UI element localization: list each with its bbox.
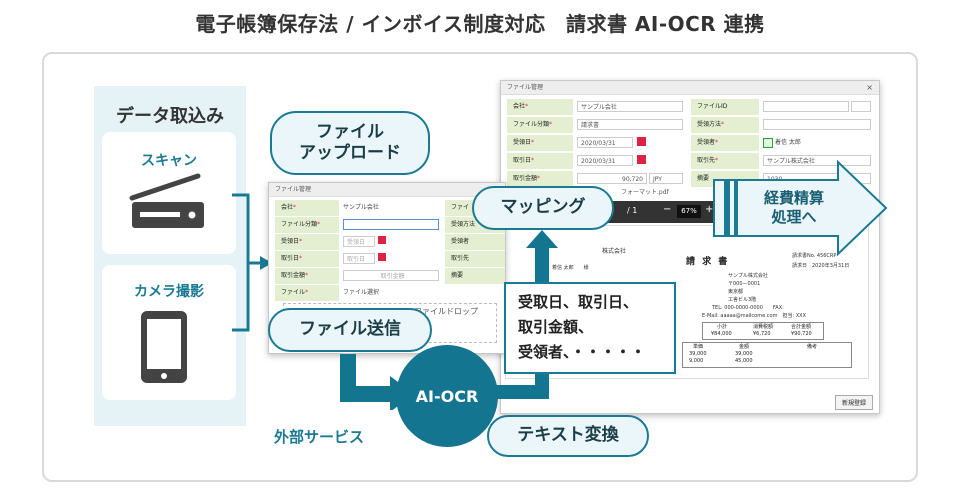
field-received-date[interactable]: 2020/03/31 [577,137,633,148]
right-label-4: 取引先 [445,251,505,267]
field-amount[interactable]: 取引金額 [343,270,439,281]
calendar-icon[interactable] [637,137,646,146]
invoice-city: 東京都 [728,289,744,295]
field-amount[interactable]: 90,720 [577,173,647,184]
pdf-page: / 1 [627,206,638,215]
file-select-button[interactable]: ファイル選択 [343,289,380,296]
invoice-recipient: 着信 太郎 様 [552,265,589,271]
upload-step: ファイル アップロード [270,111,430,175]
invoice-mail: E-Mail: aaaaa@mailcome.com 担当: XXX [702,313,806,319]
scan-card [102,132,236,254]
calendar-icon[interactable] [378,236,386,244]
field-label-company: 会社* [507,99,573,115]
field-label-file-category: ファイル分類* [275,217,339,233]
field-label-received-date: 受領日* [275,234,339,250]
window-titlebar: ファイル管理 [269,183,505,197]
extracted-line-3: 受領者、・・・・・ [518,343,646,361]
field-label-client: 取引先* [691,153,759,169]
capture-connector [232,193,272,332]
page-title: 電子帳簿保存法 / インボイス制度対応 請求書 AI-OCR 連携 [195,12,765,36]
field-label-company: 会社* [275,200,339,216]
invoice-customer: 株式会社 [602,248,627,255]
field-label-trade-date: 取引日* [507,153,573,169]
field-file-category[interactable]: 請求書 [577,119,683,130]
right-label-5: 摘要 [445,268,505,284]
field-receive-method[interactable] [763,119,871,130]
field-label-received-date: 受領日* [507,135,573,151]
invoice-building: 工舎ビル3階 [728,297,757,303]
field-company: サンプル会社 [343,204,379,211]
file-send-step: ファイル送信 [268,308,432,352]
field-received-date[interactable]: 受領日 [343,236,375,247]
expense-step: 経費精算 処理へ [763,188,824,227]
extracted-line-1: 受取日、取引日、 [518,293,639,311]
calendar-icon[interactable] [637,155,646,164]
zoom-out-icon[interactable]: − [663,204,672,215]
invoice-number: 請求書No. 456CRP [792,253,837,259]
scan-label: スキャン [141,153,197,169]
text-convert-step: テキスト変換 [487,415,649,457]
field-label-amount: 取引金額* [507,171,573,187]
diagram-frame [42,52,918,482]
field-label-file-id: ファイルID [691,99,759,115]
field-file-category[interactable] [343,219,439,230]
camera-label: カメラ撮影 [134,284,204,300]
field-label-file: ファイル* [275,285,339,301]
calendar-icon[interactable] [378,253,386,261]
field-receiver: 着信 太郎 [775,139,801,146]
invoice-date: 請求日 2020年3月31日 [792,263,850,269]
invoice-totals: 小計 消費税額 合計金額 ¥84,000 ¥6,720 ¥90,720 [702,322,824,340]
field-label-amount: 取引金額* [275,268,339,284]
right-label-3: 受領者 [445,234,505,250]
currency-select[interactable]: JPY [649,173,683,184]
invoice-zip: 〒000－0001 [728,281,761,287]
extracted-line-2: 取引金額、 [518,318,594,336]
extracted-fields-box: 受取日、取引日、 取引金額、 受領者、・・・・・ [504,282,676,374]
field-client[interactable]: サンプル株式会社 [763,155,871,166]
mapping-step: マッピング [472,186,614,230]
field-label-file-category: ファイル分類* [507,117,573,133]
field-label-receive-method: 受領方法* [691,117,759,133]
field-trade-date[interactable]: 2020/03/31 [577,155,633,166]
invoice-tel: TEL: 000-0000-0000 FAX: [712,305,784,311]
close-icon[interactable]: × [866,83,873,92]
zoom-level[interactable]: 67% [677,205,701,218]
expense-arrow [713,160,888,256]
invoice-issuer: サンプル株式会社 [728,273,768,279]
checkbox[interactable] [763,138,773,148]
register-button[interactable]: 新規登録 [835,395,874,410]
ai-ocr-node: AI-OCR [396,345,498,447]
field-file-id[interactable] [763,101,849,112]
pdf-filename: フォーマット.pdf [621,189,669,196]
field-label-trade-date: 取引日* [275,251,339,267]
invoice-items-table: 単価 金額 備考 39,000 39,000 9,000 45,000 [682,342,852,368]
scanner-icon [129,173,204,228]
window-title: ファイル管理 [507,84,544,91]
field-trade-date[interactable]: 取引日 [343,253,375,264]
window-titlebar: ファイル管理 × [501,81,879,95]
smartphone-icon [141,311,187,383]
field-label-receiver: 受領者* [691,135,759,151]
field-company[interactable]: サンプル会社 [577,101,683,112]
capture-title: データ取込み [116,106,224,127]
invoice-heading: 請 求 書 [686,257,730,267]
zoom-in-icon[interactable]: + [705,204,714,215]
external-service-label: 外部サービス [274,428,365,446]
field-file-id-extra[interactable] [851,101,871,112]
